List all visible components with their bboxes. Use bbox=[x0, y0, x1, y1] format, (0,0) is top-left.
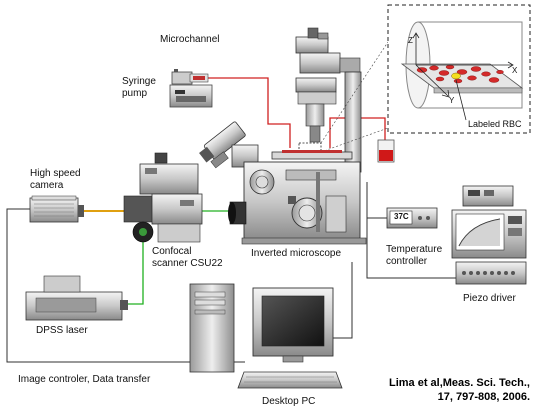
desktop-pc bbox=[189, 283, 343, 389]
temperature-label-line1: Temperature bbox=[386, 244, 443, 255]
confocal-label-line2: scanner CSU22 bbox=[152, 258, 223, 269]
axis-y-label: Y bbox=[449, 96, 455, 105]
citation-line2: 17, 797-808, 2006. bbox=[437, 391, 530, 403]
labeled-rbc-label: Labeled RBC bbox=[468, 119, 522, 129]
syringe-pump-label-line2: pump bbox=[122, 88, 148, 99]
camera-cable bbox=[6, 208, 245, 363]
temperature-controller bbox=[386, 207, 438, 229]
piezo-cable bbox=[366, 182, 458, 279]
inverted-microscope bbox=[199, 27, 389, 245]
dpss-laser-label: DPSS laser bbox=[36, 325, 88, 336]
desktop-pc-label: Desktop PC bbox=[262, 396, 316, 407]
syringe-pump-label-line1: Syringe bbox=[122, 76, 156, 87]
rbc-cells bbox=[416, 64, 504, 84]
microchannel-inset bbox=[387, 4, 531, 134]
citation: Lima et al,Meas. Sci. Tech., 17, 797-808… bbox=[340, 376, 530, 404]
citation-line1: Lima et al,Meas. Sci. Tech., bbox=[388, 377, 530, 389]
confocal-label-line1: Confocal bbox=[152, 246, 192, 257]
microchannel-label: Microchannel bbox=[160, 34, 220, 45]
confocal-scanner bbox=[123, 152, 203, 243]
dpss-laser bbox=[25, 275, 128, 321]
collection-vial bbox=[377, 139, 395, 163]
temperature-display: 37C bbox=[394, 212, 409, 221]
inverted-microscope-label: Inverted microscope bbox=[251, 248, 342, 259]
axis-x-label: X bbox=[512, 66, 518, 75]
piezo-driver-label: Piezo driver bbox=[463, 293, 516, 304]
high-speed-camera bbox=[29, 195, 84, 223]
camera-label-line2: camera bbox=[30, 180, 64, 191]
microscope-cable bbox=[330, 262, 353, 339]
syringe-pump bbox=[169, 69, 213, 108]
labeled-rbc-marker bbox=[451, 72, 461, 80]
image-controller-label: Image controler, Data transfer bbox=[18, 374, 151, 385]
temperature-label-line2: controller bbox=[386, 256, 428, 267]
piezo-driver bbox=[451, 185, 527, 285]
cable-lines bbox=[6, 182, 458, 363]
camera-label-line1: High speed bbox=[30, 168, 81, 179]
axis-z-label: Z bbox=[408, 36, 413, 45]
